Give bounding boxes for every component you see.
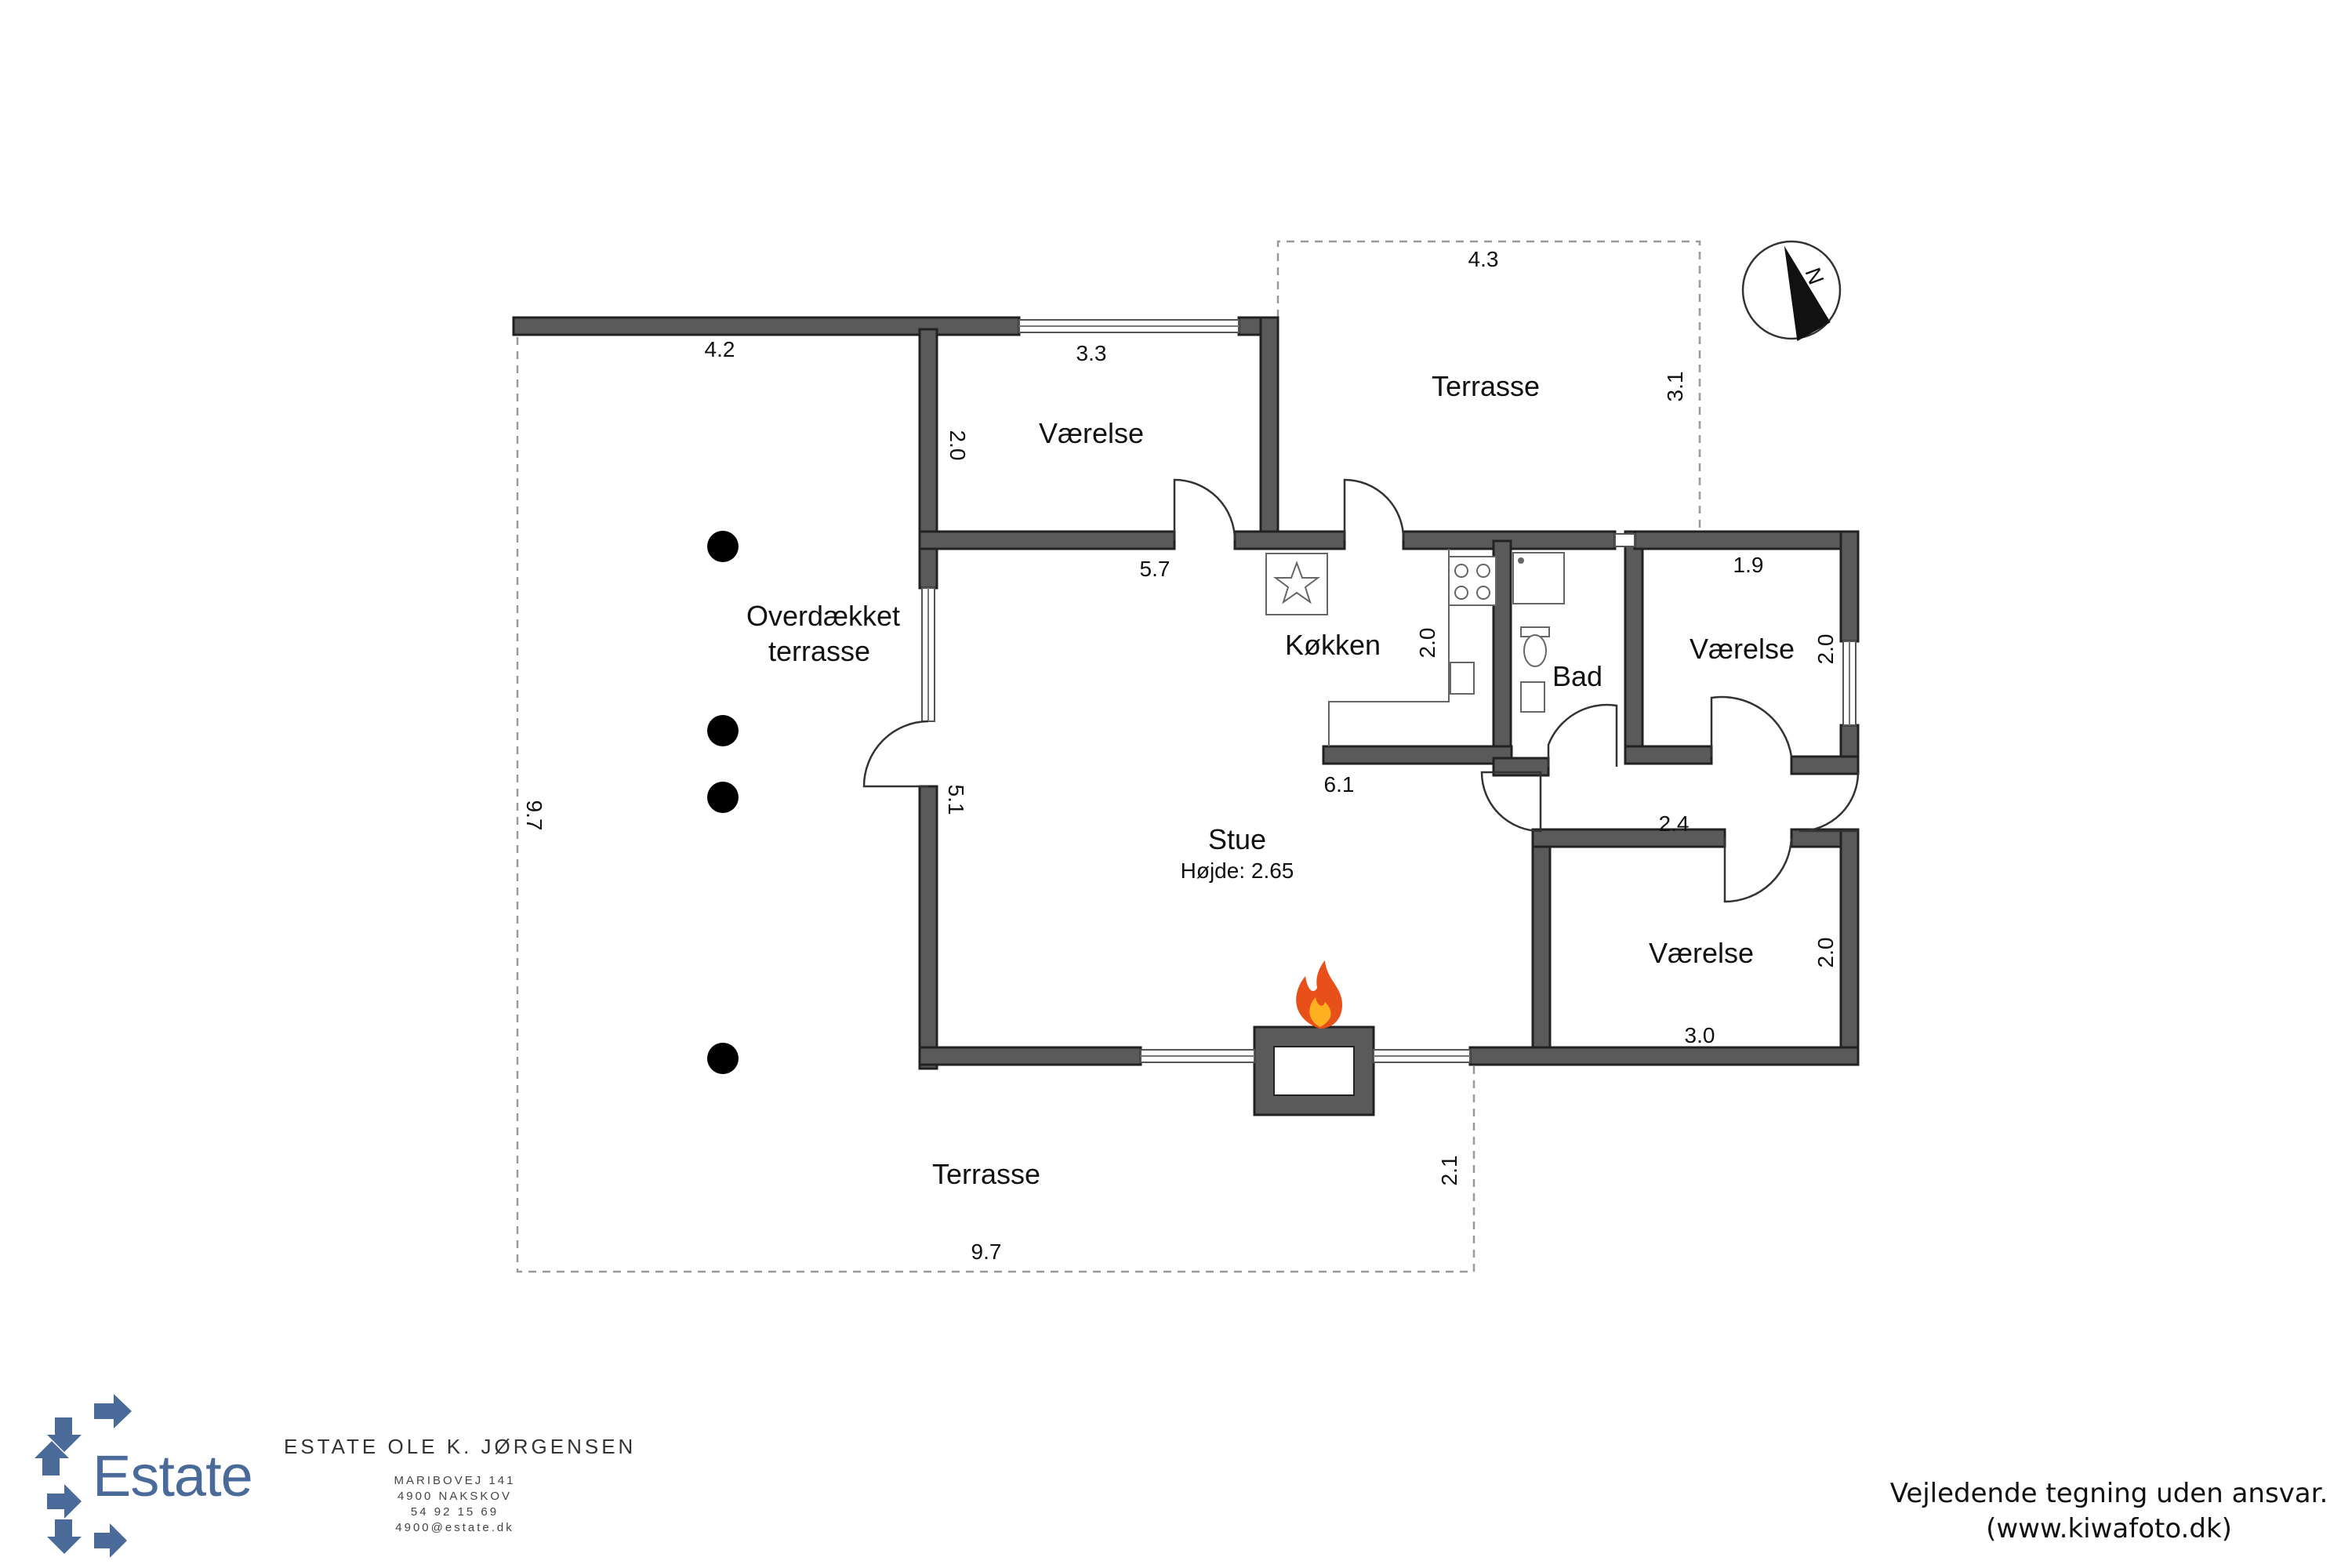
wall-top xyxy=(512,316,1021,336)
dim-kitchen-bottom: 6.1 xyxy=(1324,772,1355,797)
room-label-overdaekket-1: Overdækket xyxy=(746,600,900,632)
company-address-street: MARIBOVEJ 141 xyxy=(394,1474,516,1487)
kitchen-counter xyxy=(1328,549,1450,746)
dim-covered-left: 9.7 xyxy=(522,800,546,831)
room-label-bad: Bad xyxy=(1552,660,1602,692)
fireplace-opening xyxy=(1273,1046,1355,1096)
toilet-icon xyxy=(1523,634,1547,667)
wall-vaerelse-bottom-a xyxy=(918,530,1176,550)
company-name: ESTATE OLE K. JØRGENSEN xyxy=(284,1435,637,1458)
disclaimer-line2: (www.kiwafoto.dk) xyxy=(1986,1513,2232,1544)
estate-logo-icon xyxy=(34,1394,132,1558)
door-vaerelse-top xyxy=(1173,478,1236,541)
windows xyxy=(921,319,1857,1063)
pillar-icon xyxy=(707,1043,739,1074)
stove-icon xyxy=(1448,556,1497,606)
company-email: 4900@estate.dk xyxy=(395,1521,514,1534)
room-label-terrasse-top: Terrasse xyxy=(1432,370,1540,402)
wall-bottom-b xyxy=(1468,1046,1860,1066)
dim-kokken-height: 2.0 xyxy=(1415,628,1439,659)
wall-vaerelse-right xyxy=(1259,316,1279,546)
wall-vaerelse-bottom-b xyxy=(1233,530,1346,550)
wall-vaerelse-right-outer xyxy=(1839,530,1860,643)
dim-hall-width: 2.4 xyxy=(1659,811,1690,836)
wall-bad-vaerelse xyxy=(1624,530,1644,760)
shower-icon xyxy=(1512,552,1565,604)
compass: N xyxy=(1741,240,1842,342)
dim-vaerelse-bottom-width: 3.0 xyxy=(1685,1023,1715,1047)
dim-terrasse-top-width: 4.3 xyxy=(1468,247,1499,271)
room-label-terrasse-bottom: Terrasse xyxy=(932,1158,1040,1190)
terrace-outlines xyxy=(516,240,1701,1273)
room-label-vaerelse-top: Værelse xyxy=(1039,417,1144,449)
window-bad xyxy=(1614,533,1635,547)
dim-vaerelse-top-height: 2.0 xyxy=(946,430,970,461)
pillar-icon xyxy=(707,715,739,746)
room-label-vaerelse-bottom: Værelse xyxy=(1649,937,1754,969)
door-left xyxy=(862,720,929,788)
dim-vaerelse-bottom-height: 2.0 xyxy=(1813,938,1838,968)
pillars xyxy=(707,531,739,1074)
door-vaerelse-bottom xyxy=(1723,837,1793,903)
wall-bad-divider-bottom xyxy=(1624,745,1713,765)
room-label-kokken: Køkken xyxy=(1285,629,1381,661)
wall-left-lower xyxy=(918,785,938,1070)
logo-wordmark: Estate xyxy=(93,1443,253,1508)
dim-vaerelse-top-width: 3.3 xyxy=(1076,341,1107,365)
company-phone: 54 92 15 69 xyxy=(410,1505,499,1519)
wall-kitchen-bottom xyxy=(1322,745,1513,765)
wall-hall-top xyxy=(1531,828,1726,848)
covered-terrace-outline xyxy=(516,337,1475,1273)
star-icon xyxy=(1273,561,1320,604)
company-address-city: 4900 NAKSKOV xyxy=(397,1490,513,1503)
wall-vaerelse-bottom-right xyxy=(1839,828,1860,1066)
kitchen-sink-icon xyxy=(1450,662,1475,695)
dim-terrasse-bottom-width: 9.7 xyxy=(971,1240,1002,1264)
room-height-stue: Højde: 2.65 xyxy=(1181,858,1294,883)
walls xyxy=(512,316,1860,1116)
wall-vaerelse-right-bottom xyxy=(1790,755,1860,775)
top-terrace-outline xyxy=(1276,240,1701,533)
doors xyxy=(862,478,1860,903)
wall-hall-left xyxy=(1531,828,1552,1066)
bathroom-sink-icon xyxy=(1520,681,1545,713)
dim-terrasse-bottom-height: 2.1 xyxy=(1437,1156,1461,1186)
room-label-overdaekket-2: terrasse xyxy=(768,635,870,667)
fire-icon xyxy=(1296,960,1342,1029)
dim-terrasse-top-height: 3.1 xyxy=(1663,372,1687,402)
wall-bottom-a xyxy=(918,1046,1142,1066)
pillar-icon xyxy=(707,531,739,562)
kitchen-fixtures xyxy=(1265,549,1497,746)
dim-stue-left: 5.1 xyxy=(944,785,968,815)
door-vaerelse-right xyxy=(1710,695,1793,757)
dim-stue-top: 5.7 xyxy=(1140,557,1171,581)
door-kitchen xyxy=(1343,478,1405,541)
pillar-icon xyxy=(707,782,739,813)
disclaimer-line1: Vejledende tegning uden ansvar. xyxy=(1889,1478,2328,1509)
door-hall-left xyxy=(1480,771,1542,833)
wall-vaerelse-right-top xyxy=(1633,530,1860,550)
bathroom-fixtures xyxy=(1512,552,1565,713)
room-label-vaerelse-right: Værelse xyxy=(1690,633,1795,665)
dim-vaerelse-right-height: 2.0 xyxy=(1813,634,1838,665)
door-hall-right xyxy=(1798,771,1860,833)
room-label-stue: Stue xyxy=(1208,823,1266,855)
dim-covered-top: 4.2 xyxy=(705,337,735,361)
door-bad xyxy=(1547,703,1618,767)
dim-vaerelse-right-width: 1.9 xyxy=(1733,553,1764,577)
